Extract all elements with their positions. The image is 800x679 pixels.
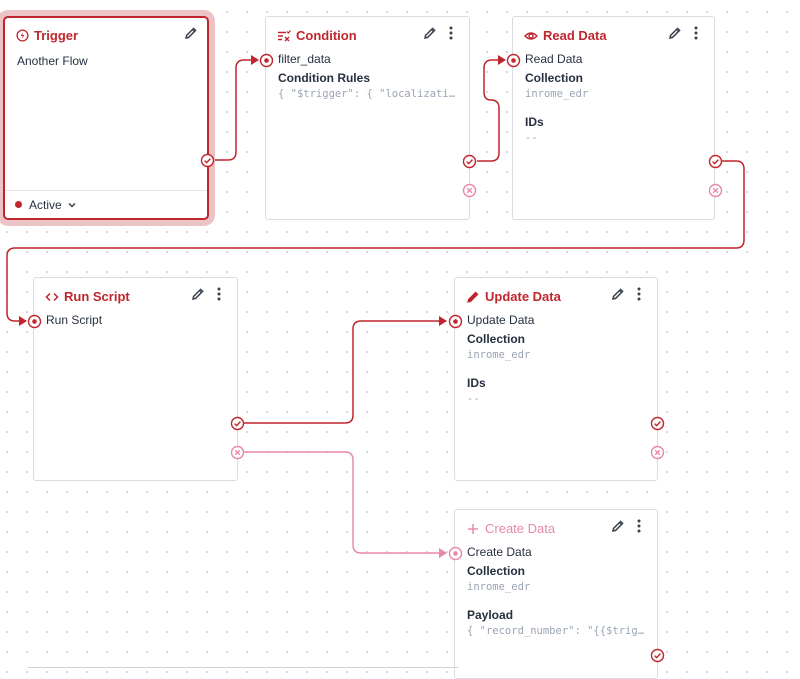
ids-value: -- (525, 132, 538, 144)
more-vertical-icon (637, 287, 641, 301)
trigger-name: Another Flow (17, 54, 88, 68)
status-dot (15, 201, 22, 208)
condition-title: Condition (296, 28, 357, 43)
create-data-input-port[interactable] (448, 546, 463, 561)
collection-value: inrome_edr (525, 88, 589, 100)
run-script-header: Run Script (45, 289, 130, 304)
trigger-header: Trigger (15, 28, 78, 43)
update-data-success-port[interactable] (650, 416, 665, 431)
trigger-status-label: Active (29, 197, 62, 212)
condition-name: filter_data (278, 52, 331, 66)
pencil-icon (611, 520, 624, 533)
run-script-failure-port[interactable] (230, 445, 245, 460)
collection-label: Collection (467, 332, 526, 346)
eye-icon (524, 29, 538, 43)
update-data-failure-port[interactable] (650, 445, 665, 460)
read-data-card[interactable]: Read Data Read Data Collection inrome_ed… (512, 16, 715, 220)
create-data-success-port[interactable] (650, 648, 665, 663)
collection-value: inrome_edr (467, 581, 531, 593)
condition-success-port[interactable] (462, 154, 477, 169)
update-data-more-menu-button[interactable] (631, 286, 647, 302)
pencil-icon (423, 27, 436, 40)
run-script-title: Run Script (64, 289, 130, 304)
edit-trigger-button[interactable] (183, 25, 199, 41)
connector-trigger-condition (214, 59, 257, 161)
ids-value: -- (467, 393, 480, 405)
filter-check-icon (277, 29, 291, 43)
ids-label: IDs (467, 376, 486, 390)
condition-more-menu-button[interactable] (443, 25, 459, 41)
connector-run-script-create-data (244, 451, 446, 554)
run-script-more-menu-button[interactable] (211, 286, 227, 302)
condition-rules-label: Condition Rules (278, 71, 370, 85)
collection-label: Collection (467, 564, 526, 578)
more-vertical-icon (449, 26, 453, 40)
read-data-success-port[interactable] (708, 154, 723, 169)
condition-rules-value: { "$trigger": { "localization": { "_eq":… (278, 88, 459, 100)
create-data-name: Create Data (467, 545, 532, 559)
bolt-icon (15, 29, 29, 43)
edit-create-data-button[interactable] (610, 518, 626, 534)
trigger-card[interactable]: Trigger Another Flow Active (3, 16, 209, 220)
create-data-card[interactable]: Create Data Create Data Collection inrom… (454, 509, 658, 679)
run-script-success-port[interactable] (230, 416, 245, 431)
trigger-success-port[interactable] (200, 153, 215, 168)
edit-run-script-button[interactable] (190, 286, 206, 302)
edit-update-data-button[interactable] (610, 286, 626, 302)
read-data-failure-port[interactable] (708, 183, 723, 198)
pencil-icon (611, 288, 624, 301)
ids-label: IDs (525, 115, 544, 129)
read-data-more-menu-button[interactable] (688, 25, 704, 41)
condition-failure-port[interactable] (462, 183, 477, 198)
pencil-icon (466, 290, 480, 304)
more-vertical-icon (217, 287, 221, 301)
create-data-more-menu-button[interactable] (631, 518, 647, 534)
update-data-name: Update Data (467, 313, 535, 327)
run-script-name: Run Script (46, 313, 103, 327)
update-data-title: Update Data (485, 289, 561, 304)
edit-condition-button[interactable] (422, 25, 438, 41)
update-data-card[interactable]: Update Data Update Data Collection inrom… (454, 277, 658, 481)
read-data-title: Read Data (543, 28, 607, 43)
create-data-header: Create Data (466, 521, 555, 536)
read-data-input-port[interactable] (506, 53, 521, 68)
run-script-card[interactable]: Run Script Run Script (33, 277, 238, 481)
connector-condition-read-data (477, 59, 504, 162)
condition-header: Condition (277, 28, 357, 43)
collection-value: inrome_edr (467, 349, 531, 361)
pencil-icon (184, 27, 197, 40)
read-data-header: Read Data (524, 28, 607, 43)
create-data-title: Create Data (485, 521, 556, 536)
code-icon (45, 290, 59, 304)
plus-icon (466, 522, 480, 536)
update-data-input-port[interactable] (448, 314, 463, 329)
update-data-header: Update Data (466, 289, 561, 304)
more-vertical-icon (637, 519, 641, 533)
pencil-icon (668, 27, 681, 40)
pencil-icon (191, 288, 204, 301)
payload-value: { "record_number": "{{$trigger.record_nu… (467, 625, 647, 637)
condition-card[interactable]: Condition filter_data Condition Rules { … (265, 16, 470, 220)
collection-label: Collection (525, 71, 584, 85)
trigger-status-toggle[interactable]: Active (5, 190, 207, 218)
divider (28, 667, 458, 668)
edit-read-data-button[interactable] (667, 25, 683, 41)
more-vertical-icon (694, 26, 698, 40)
trigger-title: Trigger (34, 28, 79, 43)
run-script-input-port[interactable] (27, 314, 42, 329)
connector-run-script-update-data (244, 320, 446, 424)
chevron-down-icon (67, 200, 77, 210)
condition-input-port[interactable] (259, 53, 274, 68)
payload-label: Payload (467, 608, 514, 622)
read-data-name: Read Data (525, 52, 583, 66)
